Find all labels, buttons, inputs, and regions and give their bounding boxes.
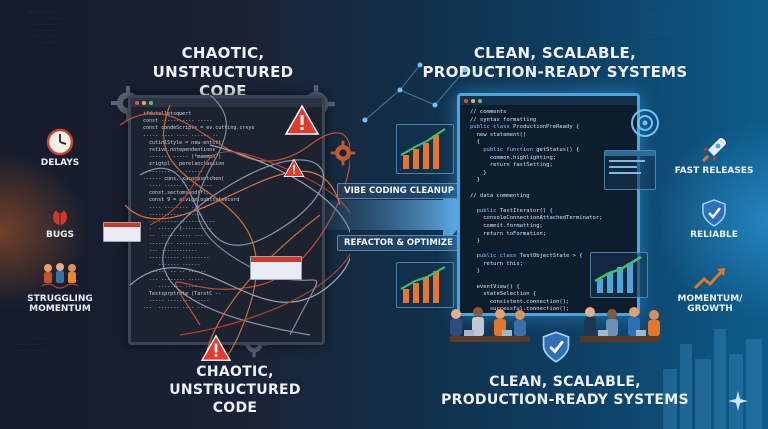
gear-icon: [330, 140, 356, 166]
bar-chart-icon: [400, 128, 446, 169]
shield-check-icon: [702, 199, 726, 227]
warning-icon: [283, 158, 305, 178]
clean-systems-caption: CLEAN, SCALABLE, PRODUCTION-READY SYSTEM…: [440, 373, 690, 409]
bar-chart-icon: [594, 255, 642, 293]
issue-delays: DELAYS: [22, 128, 98, 168]
benefit-label: FAST RELEASES: [674, 166, 754, 176]
background-code-decoration: //----------- --- -------- ------ ---- -…: [28, 10, 67, 45]
team-collaboration-illustration: [450, 307, 660, 342]
issue-label: BUGS: [45, 230, 75, 240]
caption-text: CHAOTIC, UNSTRUCTURED CODE: [169, 364, 301, 416]
network-lines-decoration: [362, 62, 468, 123]
sparkle-icon: [728, 391, 748, 411]
background-code-decoration: -- --------- --------- -- ------ ----- -…: [640, 12, 674, 35]
chaotic-code-caption: CHAOTIC, UNSTRUCTURED CODE: [145, 363, 325, 417]
error-popup: [250, 256, 302, 280]
refactor-optimize-label: REFACTOR & OPTIMIZE: [337, 235, 460, 251]
target-icon: [631, 109, 659, 137]
issue-label: STRUGGLING MOMENTUM: [27, 294, 93, 314]
city-skyline-decoration: [663, 329, 762, 429]
left-orange-glow: [0, 150, 90, 310]
benefit-fast-releases: FAST RELEASES: [672, 136, 756, 176]
bug-icon: [48, 205, 72, 225]
caption-text: CLEAN, SCALABLE, PRODUCTION-READY SYSTEM…: [441, 374, 689, 408]
benefit-reliable: RELIABLE: [672, 198, 756, 240]
clock-icon: [46, 128, 74, 156]
issue-bugs: BUGS: [22, 202, 98, 240]
benefit-label: RELIABLE: [690, 230, 738, 240]
benefit-label: MOMENTUM/ GROWTH: [677, 294, 743, 314]
rocket-icon: [701, 138, 726, 163]
chaotic-code-title: CHAOTIC, UNSTRUCTURED CODE: [128, 44, 318, 101]
title-text: CHAOTIC, UNSTRUCTURED CODE: [152, 44, 294, 100]
growth-chart-card: [396, 262, 454, 308]
clean-systems-title: CLEAN, SCALABLE, PRODUCTION-READY SYSTEM…: [415, 44, 695, 82]
transformation-arrow: [325, 184, 470, 246]
growth-arrow-icon: [693, 268, 725, 290]
growth-chart-card: [396, 124, 454, 174]
window-titlebar: [131, 98, 322, 107]
code-window-card: [604, 150, 656, 190]
error-popup: [103, 222, 141, 242]
people-struggling-icon: [41, 263, 79, 289]
warning-icon: [200, 334, 232, 361]
chaotic-code-monitor: ifdutelletsquert const ------ ---- -----…: [128, 95, 325, 345]
warning-icon: [284, 104, 320, 135]
issue-struggling-momentum: STRUGGLING MOMENTUM: [14, 262, 106, 314]
clean-code-block: // comments // syntax formatting public …: [470, 109, 603, 313]
growth-chart-card: [590, 252, 648, 298]
window-titlebar: [460, 96, 637, 105]
tangled-lines-decoration: [119, 94, 350, 360]
title-text: CLEAN, SCALABLE, PRODUCTION-READY SYSTEM…: [422, 44, 688, 81]
background-code-decoration: ------ --- ----- ------- ---------- --- …: [12, 330, 49, 359]
bar-chart-icon: [400, 266, 446, 303]
vibe-coding-cleanup-label: VIBE CODING CLEANUP: [337, 183, 462, 199]
issue-label: DELAYS: [40, 158, 80, 168]
benefit-momentum-growth: MOMENTUM/ GROWTH: [664, 266, 756, 314]
shield-check-icon: [542, 331, 570, 363]
